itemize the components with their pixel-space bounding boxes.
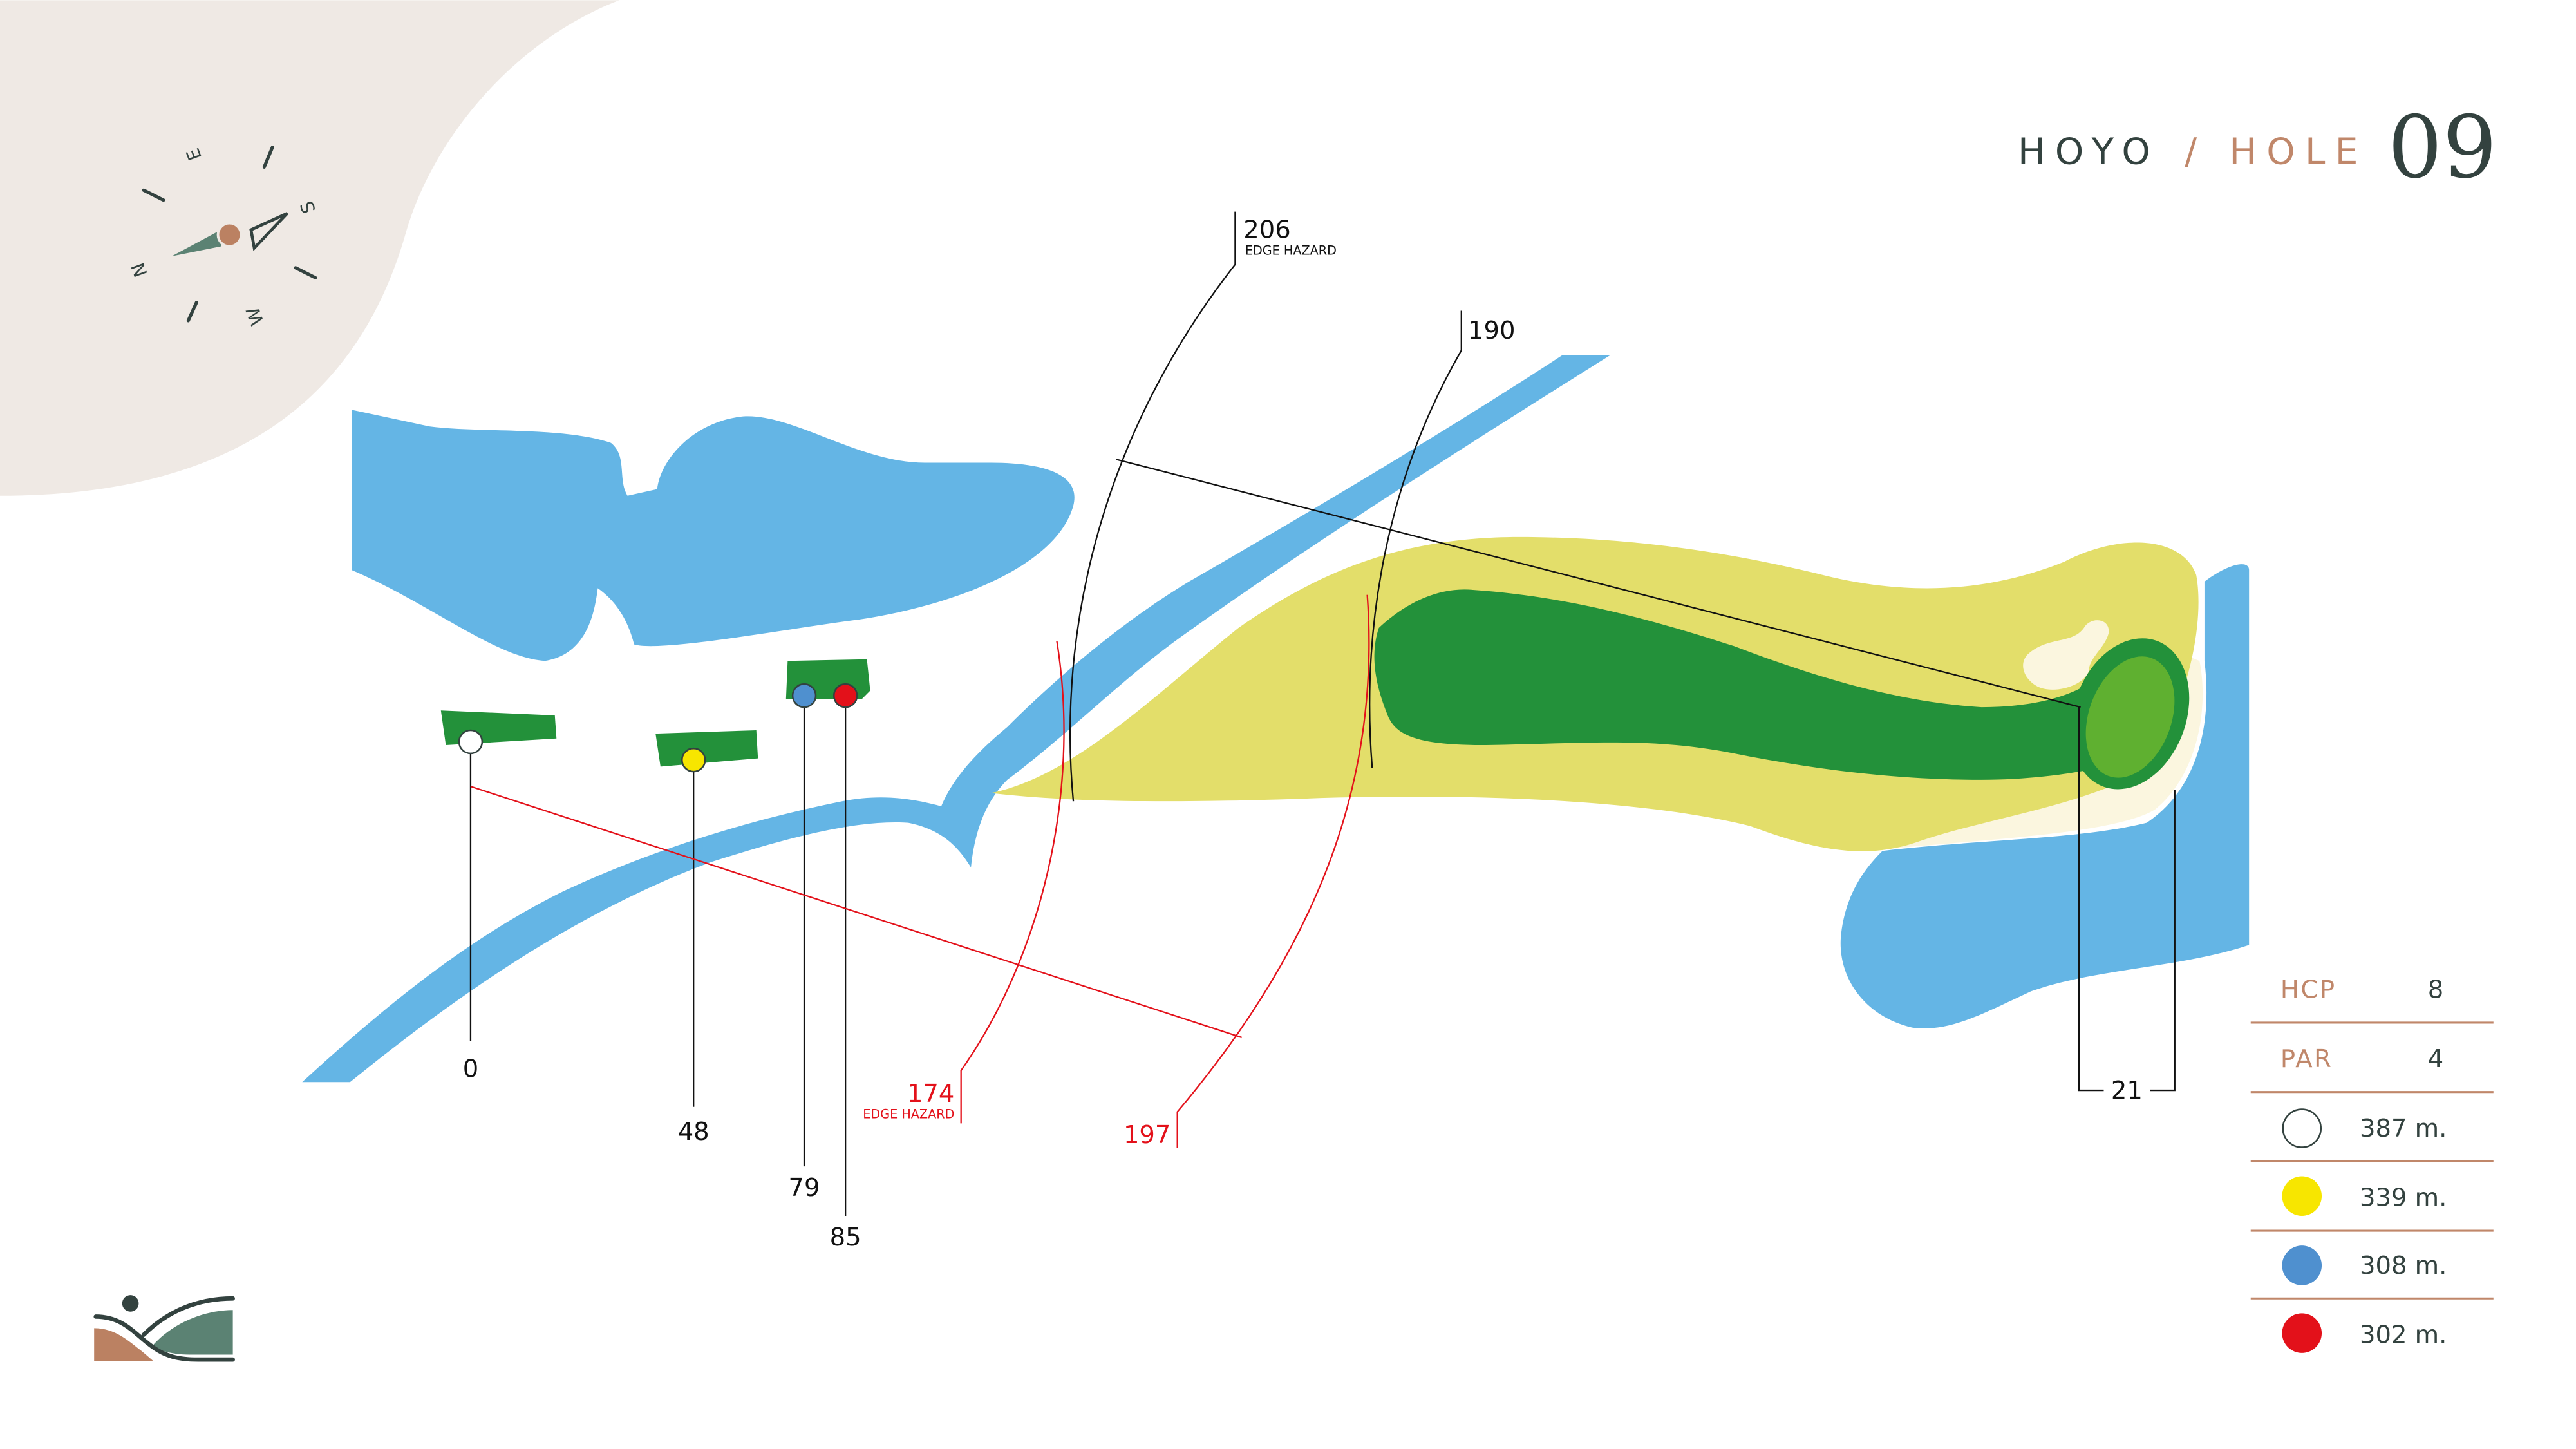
length-red: 302 m. [2360,1320,2447,1349]
arc-197 [1176,594,1370,1148]
legend-yellow-tee-icon [2282,1176,2322,1217]
tee-marker-blue [791,683,817,708]
bracket-21 [2078,707,2176,1092]
compass-icon [142,146,317,323]
tee-box-yellow [655,730,758,767]
legend-white-tee-icon [2282,1108,2322,1148]
hole-info-legend: HCP 8 PAR 4 387 m. 339 m. 308 m. 302 m. [2250,975,2494,1353]
marker-174-note: EDGE HAZARD [863,1107,954,1122]
par-value: 4 [2428,1045,2443,1074]
arc-206 [1069,211,1236,802]
tee-distance-yellow: 48 [678,1117,710,1146]
club-logo [93,1295,235,1362]
title-hoyo: HOYO [2018,131,2160,173]
compass-background [0,0,619,496]
tee-box-white [440,710,557,746]
marker-174-value: 174 [907,1079,954,1108]
marker-21-value: 21 [2111,1076,2143,1105]
marker-190-value: 190 [1468,316,1515,345]
legend-blue-tee-icon [2282,1245,2322,1285]
red-tee-aim-line [470,786,1243,1039]
hole-title: HOYO / HOLE 09 [2018,98,2497,198]
tee-marker-red [832,683,858,708]
hcp-label: HCP [2280,975,2336,1004]
legend-red-tee-icon [2282,1313,2322,1353]
par-label: PAR [2280,1045,2333,1074]
fairway [1374,589,2118,780]
tee-marker-yellow [681,747,706,773]
marker-197-value: 197 [1123,1121,1170,1150]
black-aim-line [1116,459,2081,708]
length-blue: 308 m. [2360,1251,2447,1280]
semi-rough [1866,652,2203,851]
tee-distance-red: 85 [830,1223,861,1252]
length-white: 387 m. [2360,1114,2447,1143]
title-number: 09 [2388,98,2497,198]
river [302,355,1610,1083]
tee-distance-blue: 79 [789,1173,820,1202]
lake-right [1840,564,2250,1028]
lake-left [352,410,1075,661]
arc-190 [1369,310,1462,769]
bunker [2023,620,2109,690]
title-separator: / [2185,131,2197,173]
title-hole: HOLE [2229,131,2367,173]
marker-206-value: 206 [1243,216,1290,245]
arc-174 [960,641,1065,1124]
length-yellow: 339 m. [2360,1184,2447,1213]
putting-green [2085,656,2175,778]
tee-distance-white: 0 [463,1055,478,1084]
tee-marker-white [458,729,484,755]
hcp-value: 8 [2428,975,2443,1004]
marker-206-note: EDGE HAZARD [1245,243,1337,258]
